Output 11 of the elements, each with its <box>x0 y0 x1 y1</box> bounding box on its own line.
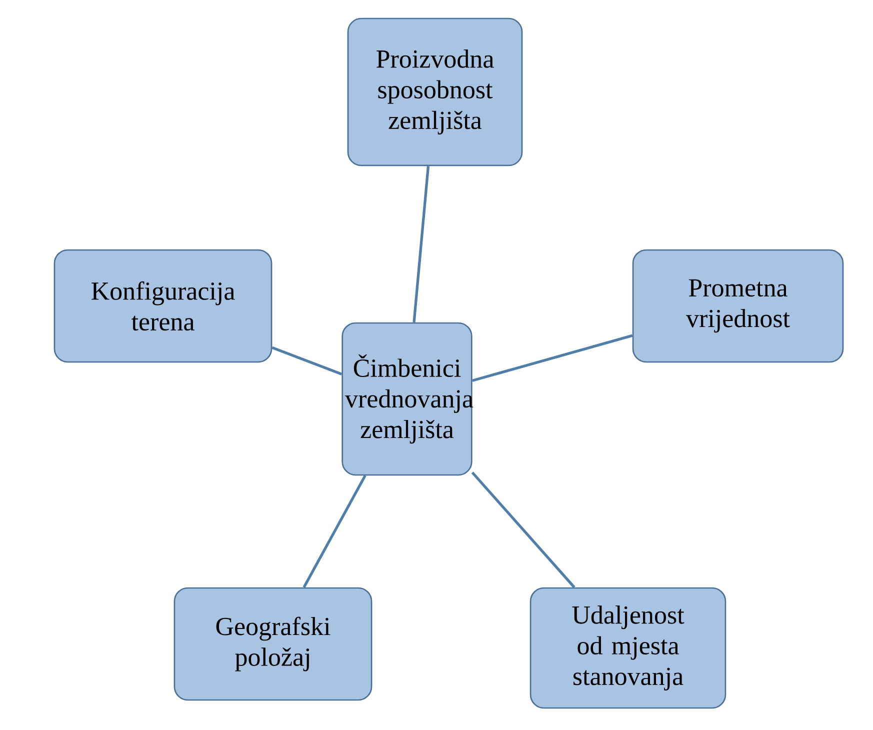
connector-line <box>272 346 342 376</box>
connector-line <box>302 475 366 588</box>
text-box: Čimbenici vrednovanja zemljišta <box>342 322 474 476</box>
connector-line <box>472 334 633 382</box>
connector-line <box>412 166 430 322</box>
text-box: Udaljenost od mjesta stanovanja <box>530 587 726 709</box>
text-box: Geografski položaj <box>174 587 372 701</box>
text-box: Proizvodna sposobnost zemljišta <box>347 18 523 166</box>
connector-line <box>471 472 576 588</box>
text-box: Konfiguracija terena <box>54 249 272 363</box>
text-box: Prometna vrijednost <box>632 249 844 363</box>
